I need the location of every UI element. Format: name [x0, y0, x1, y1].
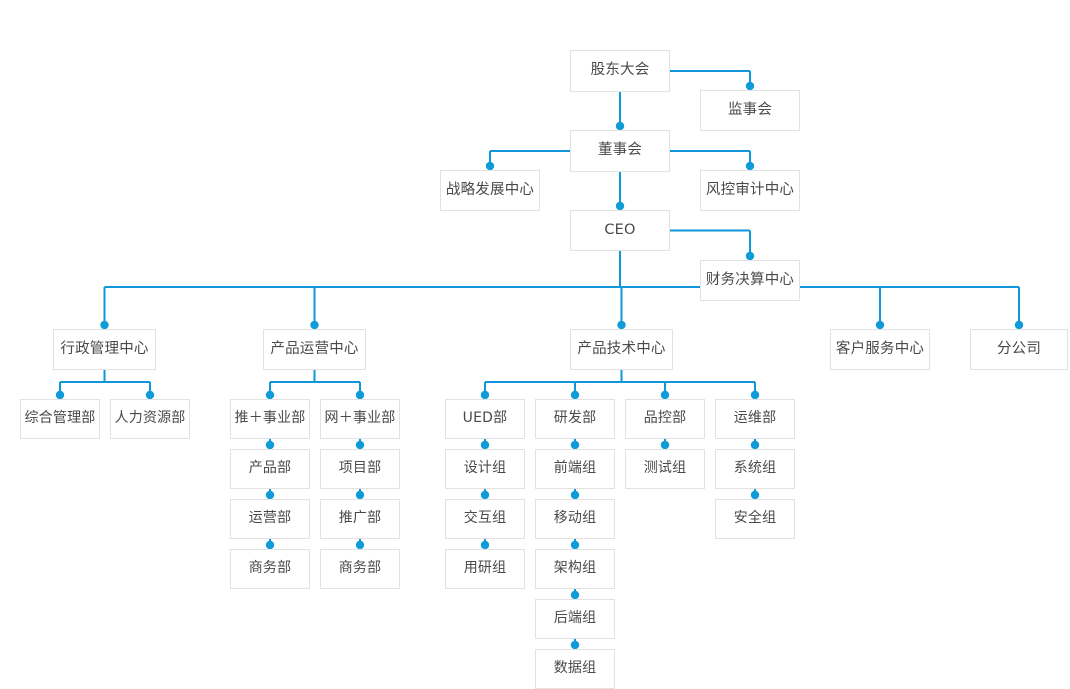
org-node[interactable]: 商务部 [320, 549, 400, 589]
org-node[interactable]: 行政管理中心 [53, 329, 156, 370]
org-node-label: 研发部 [553, 410, 597, 427]
org-node[interactable]: 推＋事业部 [230, 399, 310, 439]
org-node[interactable]: 系统组 [715, 449, 795, 489]
org-node[interactable]: 产品运营中心 [263, 329, 366, 370]
org-node-label: 系统组 [733, 460, 777, 477]
org-node[interactable]: 产品技术中心 [570, 329, 673, 370]
org-node-label: 产品技术中心 [577, 340, 666, 357]
org-node[interactable]: 品控部 [625, 399, 705, 439]
org-node-label: 战略发展中心 [445, 181, 535, 198]
org-node[interactable]: 产品部 [230, 449, 310, 489]
org-node[interactable]: 架构组 [535, 549, 615, 589]
org-node-label: CEO [604, 221, 636, 238]
org-node[interactable]: 董事会 [570, 130, 670, 172]
org-node[interactable]: 用研组 [445, 549, 525, 589]
org-node-label: 人力资源部 [114, 410, 186, 427]
org-node-label: 安全组 [733, 510, 777, 527]
org-node-label: 推＋事业部 [234, 410, 306, 427]
org-node[interactable]: 后端组 [535, 599, 615, 639]
org-node-label: 风控审计中心 [705, 181, 795, 198]
org-node-label: 产品运营中心 [270, 340, 359, 357]
org-node-label: 综合管理部 [24, 410, 96, 427]
org-node[interactable]: 安全组 [715, 499, 795, 539]
org-node[interactable]: 监事会 [700, 90, 800, 131]
org-node-label: 商务部 [338, 560, 382, 577]
org-node-label: 股东大会 [590, 62, 650, 79]
org-node[interactable]: 股东大会 [570, 50, 670, 92]
org-node[interactable]: 设计组 [445, 449, 525, 489]
org-node-label: 网＋事业部 [324, 410, 396, 427]
org-node[interactable]: 数据组 [535, 649, 615, 689]
org-node-label: 运营部 [248, 510, 292, 527]
org-node-label: UED部 [462, 410, 508, 427]
org-node-label: 分公司 [996, 340, 1042, 357]
org-node-label: 财务决算中心 [705, 271, 795, 288]
org-node[interactable]: 推广部 [320, 499, 400, 539]
org-node[interactable]: 项目部 [320, 449, 400, 489]
org-node-label: 商务部 [248, 560, 292, 577]
org-node-label: 后端组 [553, 610, 597, 627]
org-node[interactable]: 客户服务中心 [830, 329, 930, 370]
org-node[interactable]: 测试组 [625, 449, 705, 489]
org-node[interactable]: 分公司 [970, 329, 1068, 370]
org-node-label: 推广部 [338, 510, 382, 527]
org-node[interactable]: 移动组 [535, 499, 615, 539]
org-node[interactable]: CEO [570, 210, 670, 251]
org-node[interactable]: 商务部 [230, 549, 310, 589]
org-node-label: 设计组 [463, 460, 507, 477]
org-node-label: 产品部 [248, 460, 292, 477]
org-node-label: 前端组 [553, 460, 597, 477]
org-node-label: 用研组 [463, 560, 507, 577]
org-node-label: 数据组 [553, 660, 597, 677]
org-node[interactable]: 运营部 [230, 499, 310, 539]
org-node[interactable]: 运维部 [715, 399, 795, 439]
org-node-label: 行政管理中心 [60, 340, 149, 357]
org-node[interactable]: 前端组 [535, 449, 615, 489]
org-node[interactable]: 风控审计中心 [700, 170, 800, 211]
org-node[interactable]: 交互组 [445, 499, 525, 539]
org-node[interactable]: 人力资源部 [110, 399, 190, 439]
org-node[interactable]: UED部 [445, 399, 525, 439]
org-node-label: 董事会 [597, 142, 643, 159]
org-node-label: 架构组 [553, 560, 597, 577]
org-node-label: 项目部 [338, 460, 382, 477]
org-node-label: 运维部 [733, 410, 777, 427]
org-node[interactable]: 研发部 [535, 399, 615, 439]
org-node-label: 监事会 [727, 101, 773, 118]
org-node[interactable]: 综合管理部 [20, 399, 100, 439]
org-node-label: 交互组 [463, 510, 507, 527]
org-node-label: 客户服务中心 [835, 340, 925, 357]
org-node-label: 移动组 [553, 510, 597, 527]
org-node[interactable]: 财务决算中心 [700, 260, 800, 301]
org-node-label: 品控部 [643, 410, 687, 427]
org-node-label: 测试组 [643, 460, 687, 477]
org-node[interactable]: 网＋事业部 [320, 399, 400, 439]
org-node[interactable]: 战略发展中心 [440, 170, 540, 211]
